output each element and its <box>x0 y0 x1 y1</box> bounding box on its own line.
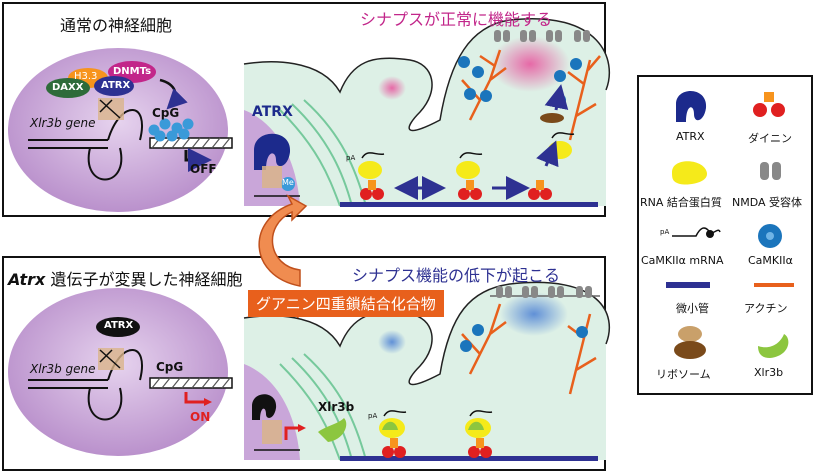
ribosome-icon <box>674 326 706 359</box>
top-nmda-receptors <box>494 30 590 42</box>
bottom-xlr3b <box>318 418 347 442</box>
legend-icons <box>666 90 794 359</box>
legend-label-dynein: ダイニン <box>748 132 792 145</box>
bottom-cpg-label: CpG <box>156 360 184 374</box>
camkii-icon <box>758 224 782 248</box>
top-pa-label: pA <box>346 154 356 162</box>
legend-label-actin: アクチン <box>744 302 788 315</box>
top-atrx-shape <box>254 133 300 197</box>
top-protein-h33: H3.3 <box>74 71 98 82</box>
legend-label-nmda: NMDA 受容体 <box>732 196 803 209</box>
bottom-gene-label: Xlr3b gene <box>30 362 96 376</box>
top-dendrite-me-label: Me <box>282 178 294 187</box>
bottom-synapse-caption: シナプス機能の低下が起こる <box>352 266 561 285</box>
top-gene-label: Xlr3b gene <box>30 116 96 130</box>
legend-pa-label: pA <box>660 228 670 236</box>
top-protein-dnmts: DNMTs <box>113 66 152 77</box>
bottom-atrx-mutant-shape <box>252 394 306 451</box>
dynein-icon <box>753 92 785 117</box>
top-synapse-caption: シナプスが正常に機能する <box>360 10 553 29</box>
bottom-camkii <box>460 324 588 352</box>
bottom-nucleus <box>8 288 233 456</box>
mrna-icon <box>672 227 721 238</box>
atrx-icon <box>676 90 707 122</box>
top-panel-title: 通常の神経細胞 <box>60 16 173 35</box>
legend-label-xlr3b: Xlr3b <box>754 366 784 379</box>
top-protein-atrx: ATRX <box>101 80 131 91</box>
legend-label-atrx: ATRX <box>676 130 705 143</box>
bottom-on-label: ON <box>190 410 211 424</box>
top-transport-units <box>358 84 575 200</box>
microtubule-icon <box>666 282 710 288</box>
legend-label-rbp: RNA 結合蛋白質 <box>640 196 722 209</box>
bottom-nmda-receptors <box>496 286 592 298</box>
top-protein-complex <box>46 61 156 98</box>
legend-label-camkii: CaMKIIα <box>748 254 793 267</box>
rna-binding-protein-icon <box>672 161 708 185</box>
top-dendrite-atrx-label: ATRX <box>252 104 293 120</box>
bottom-xlr3b-label: Xlr3b <box>318 400 355 414</box>
bottom-pa-label: pA <box>368 412 378 420</box>
top-protein-daxx: DAXX <box>52 82 84 93</box>
bottom-atrx-label: ATRX <box>104 320 134 331</box>
top-off-label: OFF <box>190 162 217 176</box>
compound-label: グアニン四重鎖結合化合物 <box>248 290 444 317</box>
bottom-panel-title: Atrx 遺伝子が変異した神経細胞 <box>8 266 242 290</box>
methyl-marks <box>148 118 194 142</box>
compound-curved-arrow <box>258 194 308 287</box>
bottom-title-gene: Atrx <box>8 270 46 289</box>
bottom-transport-units <box>379 410 493 458</box>
bottom-title-rest: 遺伝子が変異した神経細胞 <box>45 270 243 289</box>
xlr3b-icon <box>758 334 789 358</box>
top-dendrite <box>243 17 610 207</box>
legend-label-ribosome: リボソーム <box>656 368 711 381</box>
nmda-receptor-icon <box>760 162 781 180</box>
legend-label-mrna: CaMKIIα mRNA <box>641 254 724 267</box>
legend-label-microtubule: 微小管 <box>676 302 709 315</box>
top-cpg-label: CpG <box>152 106 180 120</box>
